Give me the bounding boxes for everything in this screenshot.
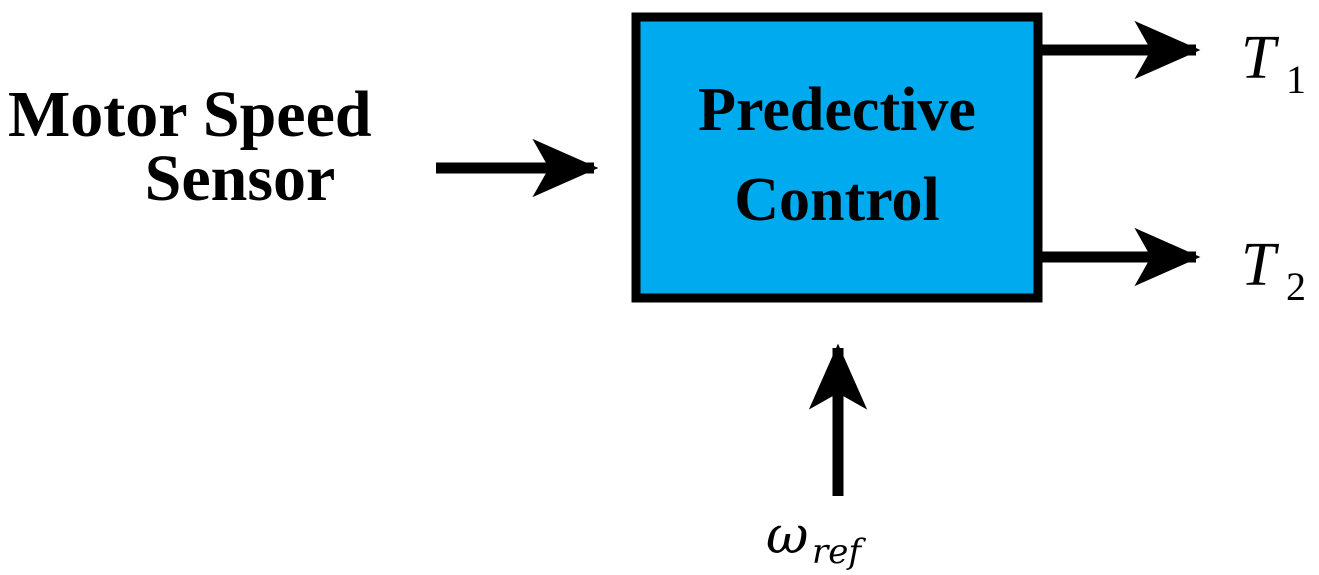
output-t2-subscript: 2: [1286, 264, 1306, 309]
predective-control-block[interactable]: Predective Control: [631, 12, 1043, 303]
output-t2-symbol: T: [1241, 231, 1280, 299]
predective-control-block-rect[interactable]: [631, 12, 1043, 303]
omega-subscript: ref: [812, 532, 866, 572]
input-label-line1: Motor Speed: [8, 78, 372, 151]
block-label-line2: Control: [734, 166, 940, 234]
block-label-line1: Predective: [698, 76, 976, 144]
reference-input-label: ω ref: [766, 506, 866, 572]
output-label-t2: T 2: [1241, 231, 1306, 309]
input-label-line2: Sensor: [145, 142, 336, 215]
output-t1-symbol: T: [1241, 24, 1280, 92]
output-t1-subscript: 1: [1286, 57, 1306, 102]
input-source-label: Motor Speed Sensor: [8, 78, 372, 215]
omega-symbol: ω: [766, 506, 808, 566]
output-label-t1: T 1: [1241, 24, 1306, 102]
